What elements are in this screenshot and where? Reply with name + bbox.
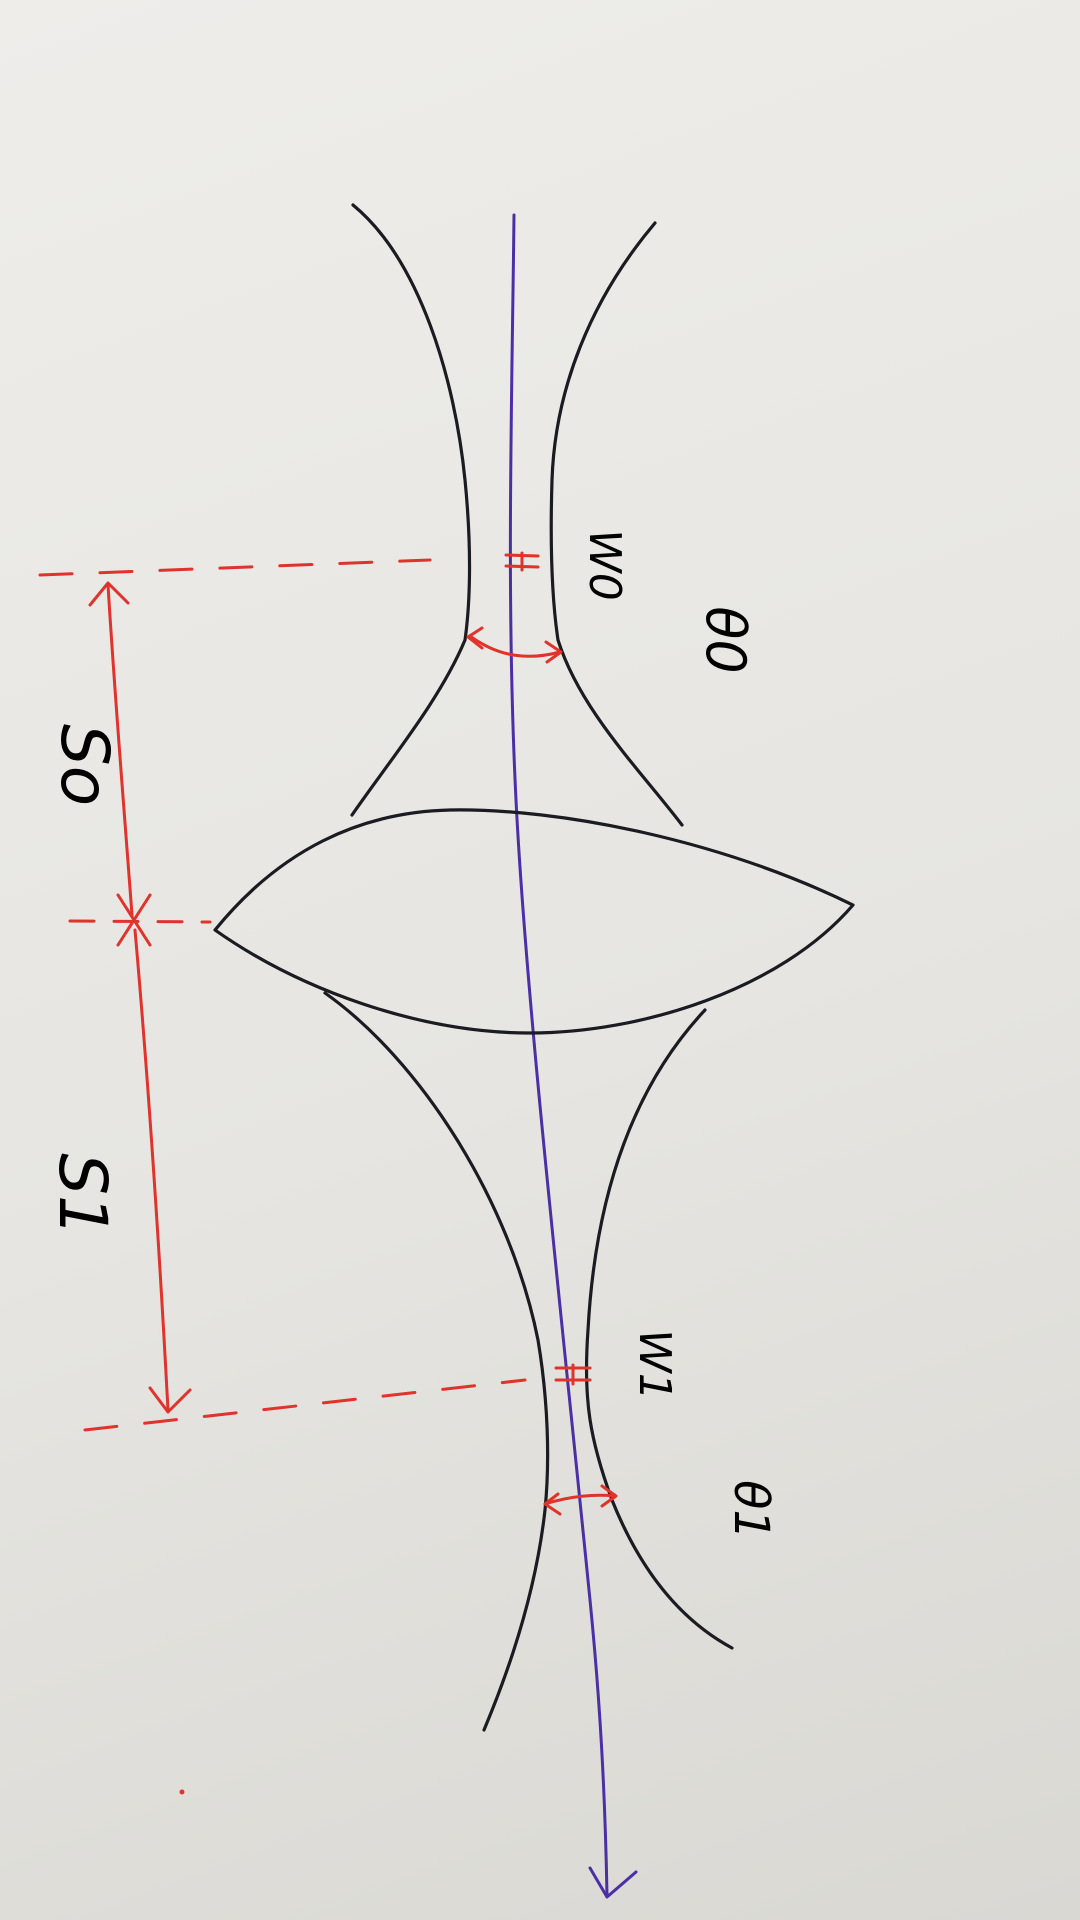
label-image-waist: W1 (629, 1329, 680, 1401)
svg-text:θ0: θ0 (694, 606, 757, 673)
convex-lens (213, 808, 855, 1035)
pen-dot (179, 1789, 185, 1795)
image-waist-dashed-line (83, 1378, 527, 1432)
optical-axis-arrowhead (588, 1866, 638, 1899)
lens-center-dashed-line (68, 919, 212, 924)
object-distance-arrow (106, 583, 134, 917)
label-object-divergence: θ0 (694, 606, 757, 673)
svg-text:S1: S1 (44, 1153, 121, 1237)
image-beam-right-edge (584, 1008, 734, 1650)
label-image-distance: S1 (44, 1153, 121, 1237)
svg-text:W1: W1 (629, 1329, 680, 1401)
object-waist-marker (504, 551, 540, 572)
image-beam-left-edge (323, 991, 550, 1732)
object-divergence-arc (468, 634, 562, 658)
object-waist-dashed-line (38, 558, 432, 577)
label-object-distance: So (46, 724, 123, 806)
image-divergence-arc (543, 1493, 617, 1506)
svg-text:W0: W0 (579, 529, 630, 601)
svg-text:So: So (46, 724, 123, 806)
image-divergence-arrowheads (543, 1484, 618, 1516)
object-divergence-arrowheads (466, 626, 563, 664)
object-distance-arrowhead-top (88, 581, 130, 607)
label-image-divergence: θ1 (723, 1480, 779, 1540)
image-distance-arrow (133, 928, 170, 1412)
object-beam-left-edge (350, 203, 472, 817)
optical-axis-line (508, 213, 609, 1897)
image-waist-marker (554, 1363, 592, 1386)
svg-text:θ1: θ1 (723, 1480, 779, 1540)
image-distance-arrowhead-bottom (148, 1386, 192, 1414)
object-beam-right-edge (549, 221, 684, 827)
label-object-waist: W0 (579, 529, 630, 601)
lens-center-cross-mark (116, 893, 152, 947)
